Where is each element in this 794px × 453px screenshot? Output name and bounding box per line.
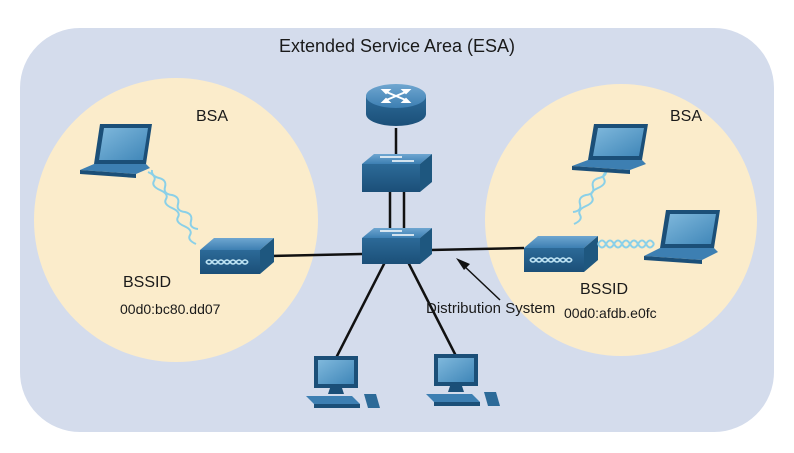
laptop-icon-right-bottom (644, 210, 720, 264)
link-switch-ap-right (429, 246, 525, 252)
left-bsa-area (34, 78, 318, 362)
wireless-wave-right-lower (597, 239, 655, 249)
distribution-system-arrow (456, 258, 501, 301)
distribution-system-label: Distribution System (426, 300, 556, 317)
wireless-wave-right-upper (572, 169, 611, 225)
left-bsa-label: BSA (196, 108, 229, 125)
right-bssid-label: BSSID (580, 281, 629, 298)
right-bsa-label: BSA (670, 108, 703, 125)
access-point-icon-left (200, 238, 274, 274)
link-switch-pc-a (334, 261, 387, 359)
right-bssid-mac: 00d0:afdb.e0fc (564, 305, 657, 321)
left-bssid-mac: 00d0:bc80.dd07 (120, 301, 221, 317)
switch-icon-bottom (362, 228, 432, 264)
right-bsa-area (485, 84, 757, 356)
laptop-icon-right-top (572, 124, 648, 174)
router-icon (366, 84, 426, 126)
laptop-icon-left (80, 124, 152, 178)
esa-title: Extended Service Area (ESA) (278, 36, 516, 56)
link-ap-left-switch (269, 252, 363, 258)
wired-links (269, 128, 525, 359)
desktop-pc-icon-left (306, 356, 380, 408)
wireless-wave-left (147, 169, 199, 245)
access-point-icon-right (524, 236, 598, 272)
switch-icon-top (362, 154, 432, 192)
link-switch-pc-b (406, 261, 458, 357)
left-bssid-label: BSSID (123, 274, 172, 291)
desktop-pc-icon-right (426, 354, 500, 406)
